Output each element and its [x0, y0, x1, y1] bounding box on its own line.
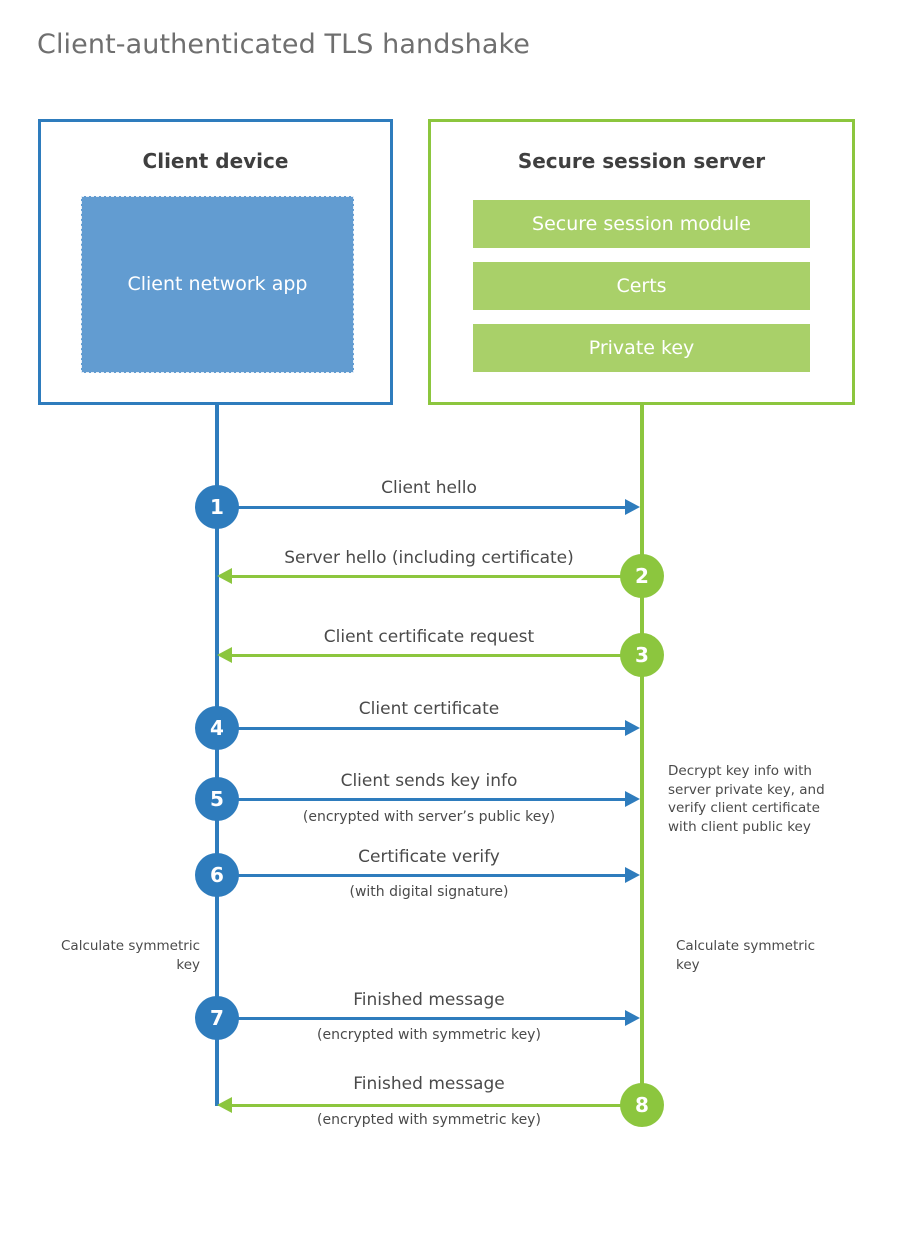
message-sublabel-6: (with digital signature) [349, 884, 509, 900]
client-network-app-block: Client network app [81, 196, 354, 373]
secure-session-server-box: Secure session server Secure session mod… [428, 119, 855, 405]
message-shaft-3 [232, 654, 642, 657]
server-module-private-key: Private key [473, 324, 810, 372]
step-badge-6[interactable]: 6 [195, 853, 239, 897]
message-sublabel-7: (encrypted with symmetric key) [317, 1027, 541, 1043]
message-label-3: Client certificate request [323, 627, 535, 647]
secure-session-server-title: Secure session server [517, 149, 766, 173]
arrowhead-left-icon-8 [217, 1097, 232, 1113]
step-badge-7[interactable]: 7 [195, 996, 239, 1040]
arrowhead-left-icon-3 [217, 647, 232, 663]
server-calculate-symmetric-key-note: Calculate symmetric key [676, 938, 815, 973]
arrowhead-left-icon-2 [217, 568, 232, 584]
message-label-4: Client certificate [358, 699, 500, 719]
message-shaft-7 [218, 1017, 625, 1020]
message-shaft-4 [218, 727, 625, 730]
step-badge-1[interactable]: 1 [195, 485, 239, 529]
step-badge-4[interactable]: 4 [195, 706, 239, 750]
message-label-8: Finished message [353, 1074, 505, 1094]
message-label-6: Certificate verify [358, 847, 500, 867]
message-shaft-5 [218, 798, 625, 801]
step-badge-8[interactable]: 8 [620, 1083, 664, 1127]
message-label-1: Client hello [381, 478, 477, 498]
message-shaft-1 [218, 506, 625, 509]
arrowhead-right-icon-7 [625, 1010, 640, 1026]
server-lifeline [640, 405, 644, 1106]
client-calculate-symmetric-key-note: Calculate symmetric key [61, 938, 200, 973]
arrowhead-right-icon-6 [625, 867, 640, 883]
message-shaft-2 [232, 575, 642, 578]
server-decrypt-note: Decrypt key info with server private key… [668, 763, 825, 835]
server-module-certs: Certs [473, 262, 810, 310]
message-shaft-8 [232, 1104, 642, 1107]
message-sublabel-8: (encrypted with symmetric key) [317, 1112, 541, 1128]
arrowhead-right-icon-5 [625, 791, 640, 807]
arrowhead-right-icon-4 [625, 720, 640, 736]
page-title: Client-authenticated TLS handshake [37, 29, 530, 60]
message-label-5: Client sends key info [340, 771, 518, 791]
step-badge-2[interactable]: 2 [620, 554, 664, 598]
message-label-2: Server hello (including certificate) [284, 548, 574, 568]
step-badge-5[interactable]: 5 [195, 777, 239, 821]
message-sublabel-5: (encrypted with server’s public key) [302, 809, 556, 825]
client-lifeline [215, 405, 219, 1106]
message-label-7: Finished message [353, 990, 505, 1010]
message-shaft-6 [218, 874, 625, 877]
server-module-secure-session-module: Secure session module [473, 200, 810, 248]
client-device-box: Client device Client network app [38, 119, 393, 405]
arrowhead-right-icon-1 [625, 499, 640, 515]
client-device-title: Client device [142, 149, 289, 173]
step-badge-3[interactable]: 3 [620, 633, 664, 677]
